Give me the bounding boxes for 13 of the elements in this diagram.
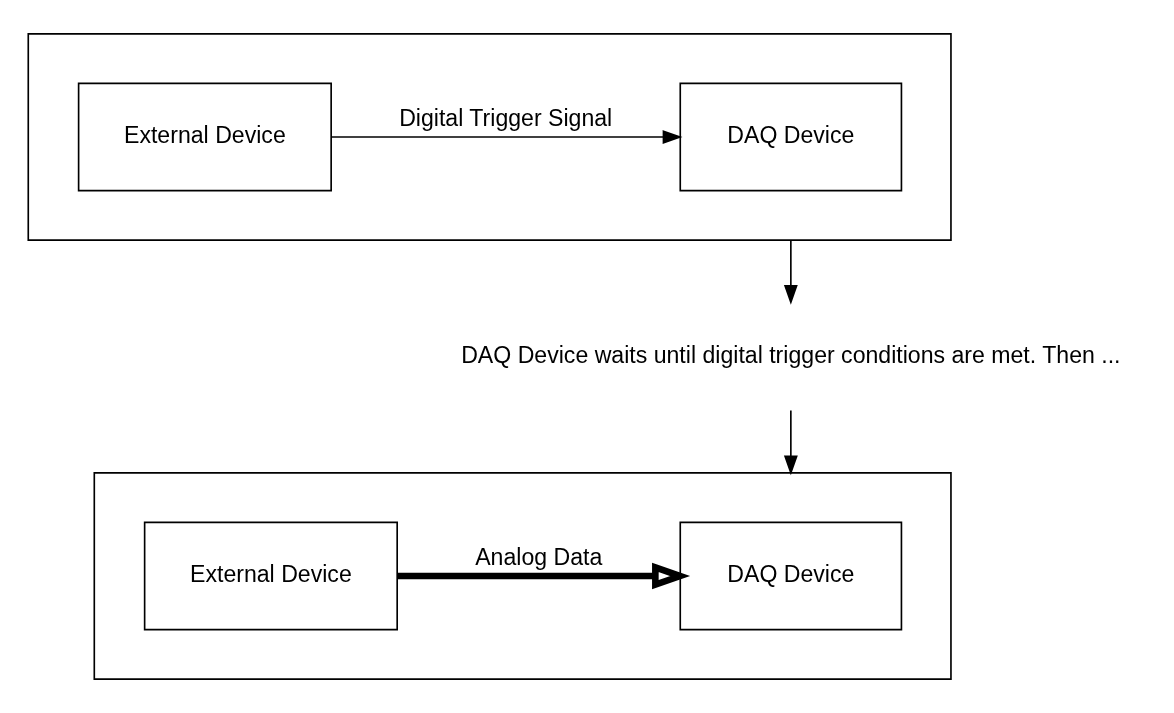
node-box: DAQ Device <box>679 521 903 631</box>
node-box: DAQ Device <box>679 82 903 192</box>
arrow <box>783 239 798 305</box>
node-text: DAQ Device waits until digital trigger conditions are met. Then ... <box>461 341 1121 368</box>
arrow <box>330 130 683 144</box>
cluster <box>93 472 952 680</box>
edge-label: Digital Trigger Signal <box>399 104 613 131</box>
arrow <box>783 409 798 476</box>
node-box: External Device <box>77 82 332 192</box>
node-box: External Device <box>143 521 398 631</box>
arrow <box>397 562 691 590</box>
edge-label: Analog Data <box>475 543 603 570</box>
cluster <box>27 33 952 241</box>
